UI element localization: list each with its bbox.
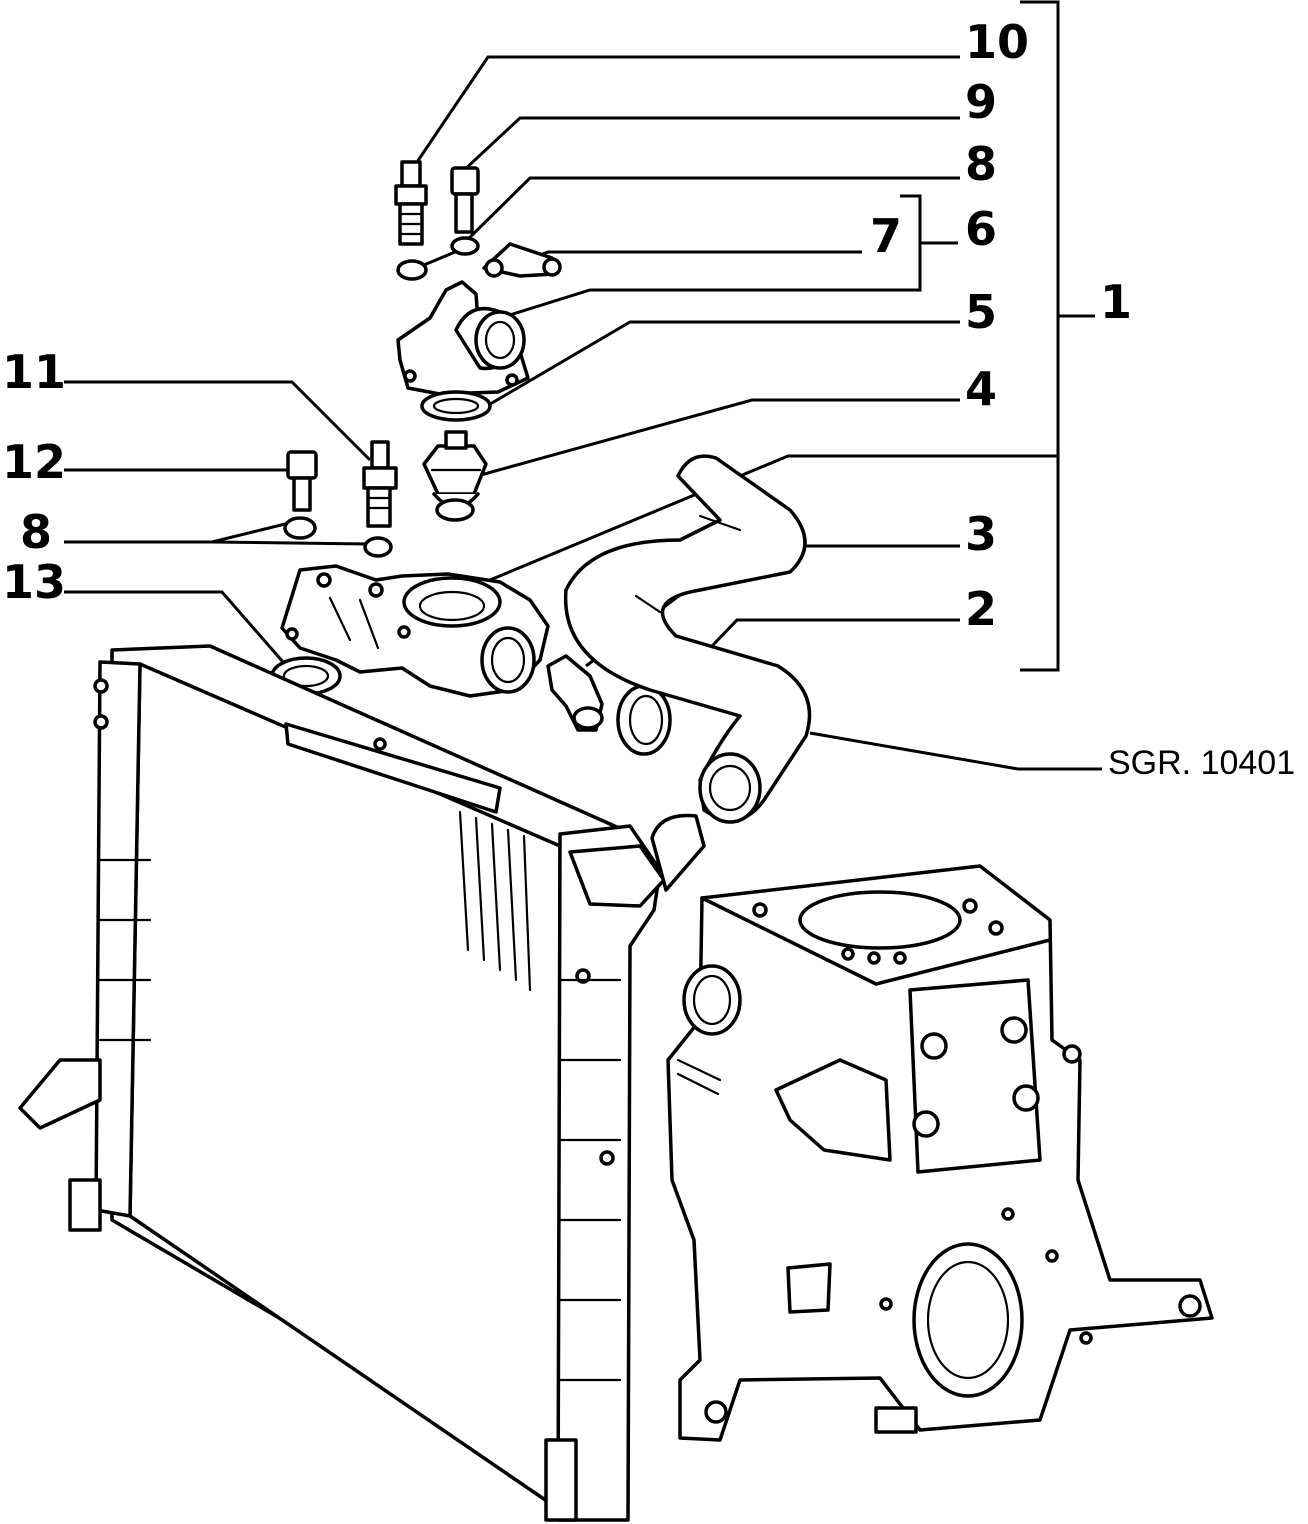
callout-12: 12 xyxy=(2,435,66,489)
engine-block xyxy=(666,864,1214,1442)
callout-9: 9 xyxy=(965,75,997,129)
thermostat-cover-6 xyxy=(396,280,530,396)
callout-11: 11 xyxy=(2,345,66,399)
sensor-7 xyxy=(482,242,562,278)
reference-code: SGR. 10401 xyxy=(1108,744,1295,782)
washers-8-top xyxy=(396,236,480,281)
callout-6: 6 xyxy=(965,202,997,256)
callout-7: 7 xyxy=(870,209,902,263)
callout-1: 1 xyxy=(1100,275,1132,329)
radiator xyxy=(18,644,706,1522)
seal-ring-2 xyxy=(616,684,672,756)
stud-10 xyxy=(394,160,428,246)
callout-3: 3 xyxy=(965,507,997,561)
callout-2: 2 xyxy=(965,582,997,636)
temperature-sender-3 xyxy=(546,654,604,732)
callout-5: 5 xyxy=(965,285,997,339)
callout-10: 10 xyxy=(965,15,1029,69)
callout-8-top: 8 xyxy=(965,137,997,191)
gasket-5 xyxy=(420,390,492,422)
bolt-9 xyxy=(450,166,480,234)
stud-11 xyxy=(362,440,398,528)
washers-8-left xyxy=(283,516,393,558)
callout-13: 13 xyxy=(2,555,66,609)
callout-4: 4 xyxy=(965,362,997,416)
callout-8-left: 8 xyxy=(20,505,52,559)
radiator-hose xyxy=(563,454,812,824)
thermostat-housing xyxy=(280,564,550,698)
thermostat-4 xyxy=(422,430,488,522)
bolt-12 xyxy=(286,450,318,512)
